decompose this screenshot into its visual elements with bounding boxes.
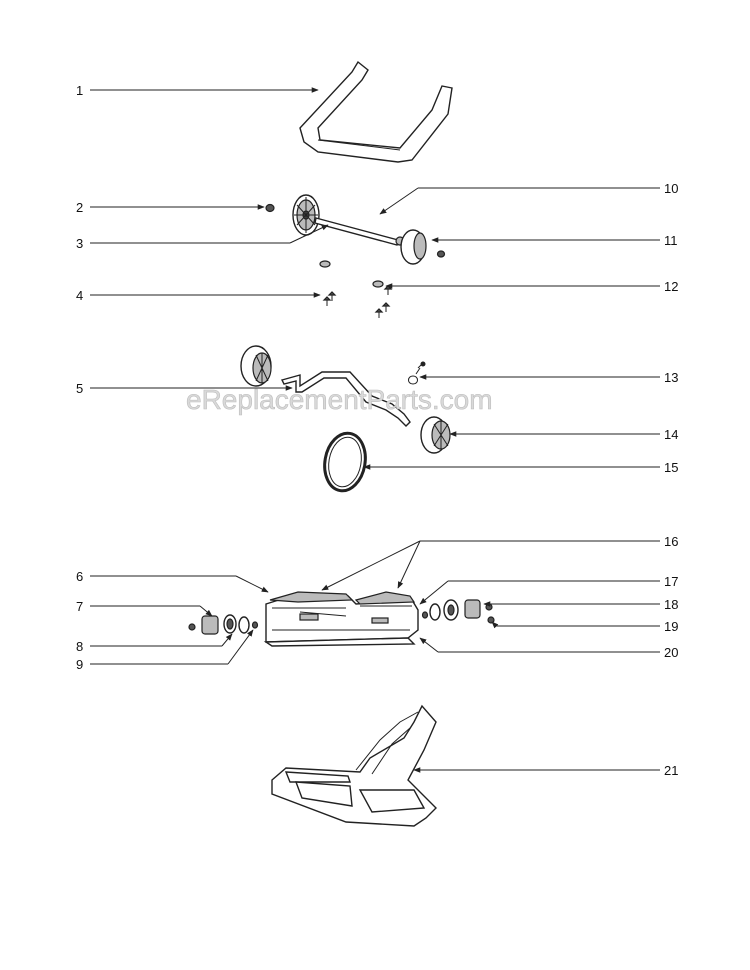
leader-lines [90,87,660,773]
part-axle [314,217,399,246]
callout-6: 6 [76,569,83,584]
callout-5: 5 [76,381,83,396]
callout-16: 16 [664,534,678,549]
callout-2: 2 [76,200,83,215]
part-belt [323,431,367,493]
callout-21: 21 [664,763,678,778]
callout-11: 11 [664,233,678,248]
part-crank-axle [280,371,411,427]
part-bottom-plate [271,704,437,827]
callout-9: 9 [76,657,83,672]
callout-15: 15 [664,460,678,475]
part-nozzle-housing [263,591,419,647]
callout-3: 3 [76,236,83,251]
callout-1: 1 [76,83,83,98]
callout-13: 13 [664,370,678,385]
callout-10: 10 [664,181,678,196]
part-bearing-group-left [188,614,259,635]
part-nut [265,203,275,213]
part-front-wheel-left [240,345,272,387]
part-spring [408,361,426,385]
watermark: eReplacementParts.com [186,384,493,415]
part-wheel-right [400,229,427,265]
part-bail-handle [299,60,453,163]
callout-18: 18 [664,597,678,612]
part-front-wheel-right [420,416,451,454]
part-wheel-left [292,194,320,236]
callout-8: 8 [76,639,83,654]
callout-4: 4 [76,288,83,303]
part-small-cap [436,250,446,258]
callout-19: 19 [664,619,678,634]
part-clips-screws [319,260,393,318]
callout-labels: 1 2 3 4 5 6 7 8 9 10 11 12 13 14 15 16 1… [76,83,678,778]
part-bearing-group-right [421,599,495,624]
callout-20: 20 [664,645,678,660]
callout-17: 17 [664,574,678,589]
callout-12: 12 [664,279,678,294]
callout-7: 7 [76,599,83,614]
callout-14: 14 [664,427,678,442]
